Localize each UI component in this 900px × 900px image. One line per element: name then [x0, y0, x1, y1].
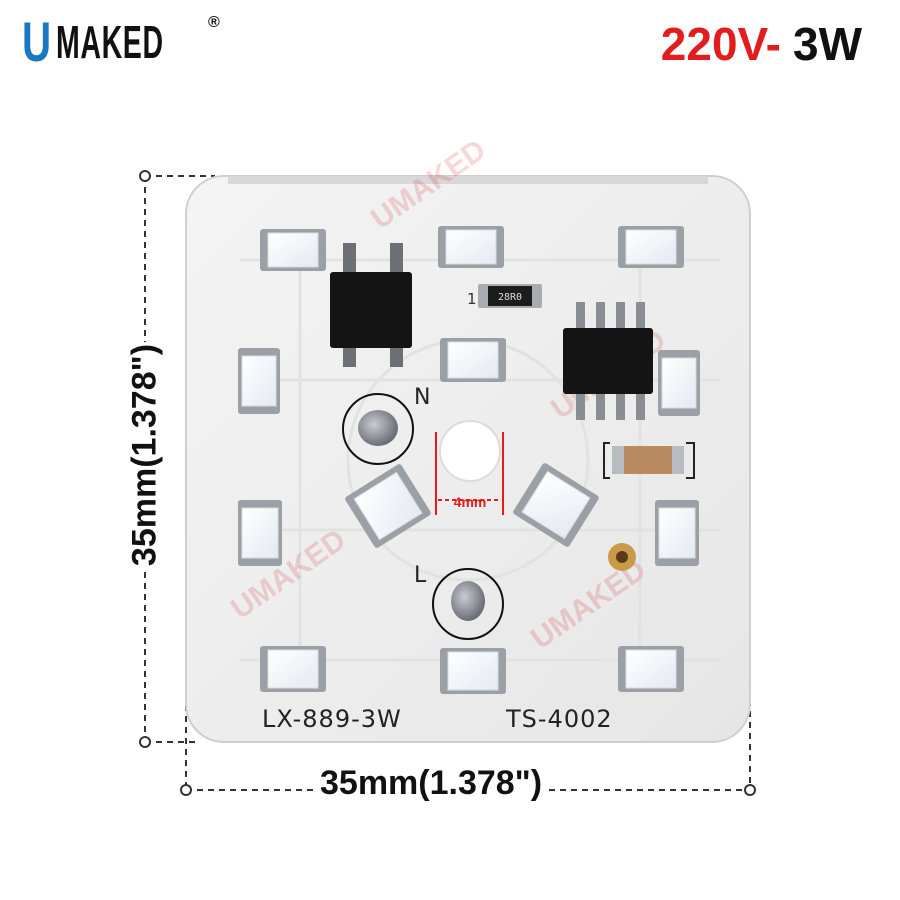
led-diag-left: [345, 464, 431, 548]
capacitor: [603, 442, 695, 479]
led-diag-right: [513, 463, 599, 547]
live-label: L: [414, 563, 427, 588]
led-left-lower: [238, 500, 282, 566]
led-left-upper: [238, 348, 280, 414]
dimension-endpoints: [139, 170, 756, 796]
led-center-upper: [440, 338, 506, 382]
resistor-code: 28R0: [498, 292, 522, 303]
registered-mark: ®: [208, 14, 220, 31]
hole-label: 4mm: [454, 494, 487, 510]
resistor: 28R0: [478, 284, 542, 308]
ic-marker: 1: [467, 290, 477, 308]
width-dimension-label: 35mm(1.378"): [318, 764, 545, 803]
brand-logo: U MAKED ®: [22, 10, 220, 74]
led-top-right: [618, 226, 684, 268]
led-top-center: [438, 226, 504, 268]
model-label: LX-889-3W: [262, 705, 402, 733]
driver-ic: [563, 302, 653, 420]
led-right-upper: [658, 350, 700, 416]
led-right-lower: [655, 500, 699, 566]
power-label: 3W: [793, 18, 862, 70]
hole-dimension: [435, 432, 504, 515]
live-pad: [432, 568, 504, 640]
spec-label: 220V-3W: [661, 16, 862, 72]
led-top-left: [260, 229, 326, 271]
height-dimension-label: 35mm(1.378"): [125, 341, 165, 569]
neutral-pad: [342, 393, 414, 465]
voltage-label: 220V-: [660, 18, 781, 70]
smd-leds: [238, 226, 700, 694]
led-bottom-center: [440, 648, 506, 694]
led-bottom-left: [260, 646, 326, 692]
mounting-hole: [439, 420, 501, 482]
rectifier-chip: [330, 243, 412, 367]
neutral-label: N: [414, 385, 430, 410]
led-bottom-right: [618, 646, 684, 692]
code-label: TS-4002: [505, 705, 613, 733]
